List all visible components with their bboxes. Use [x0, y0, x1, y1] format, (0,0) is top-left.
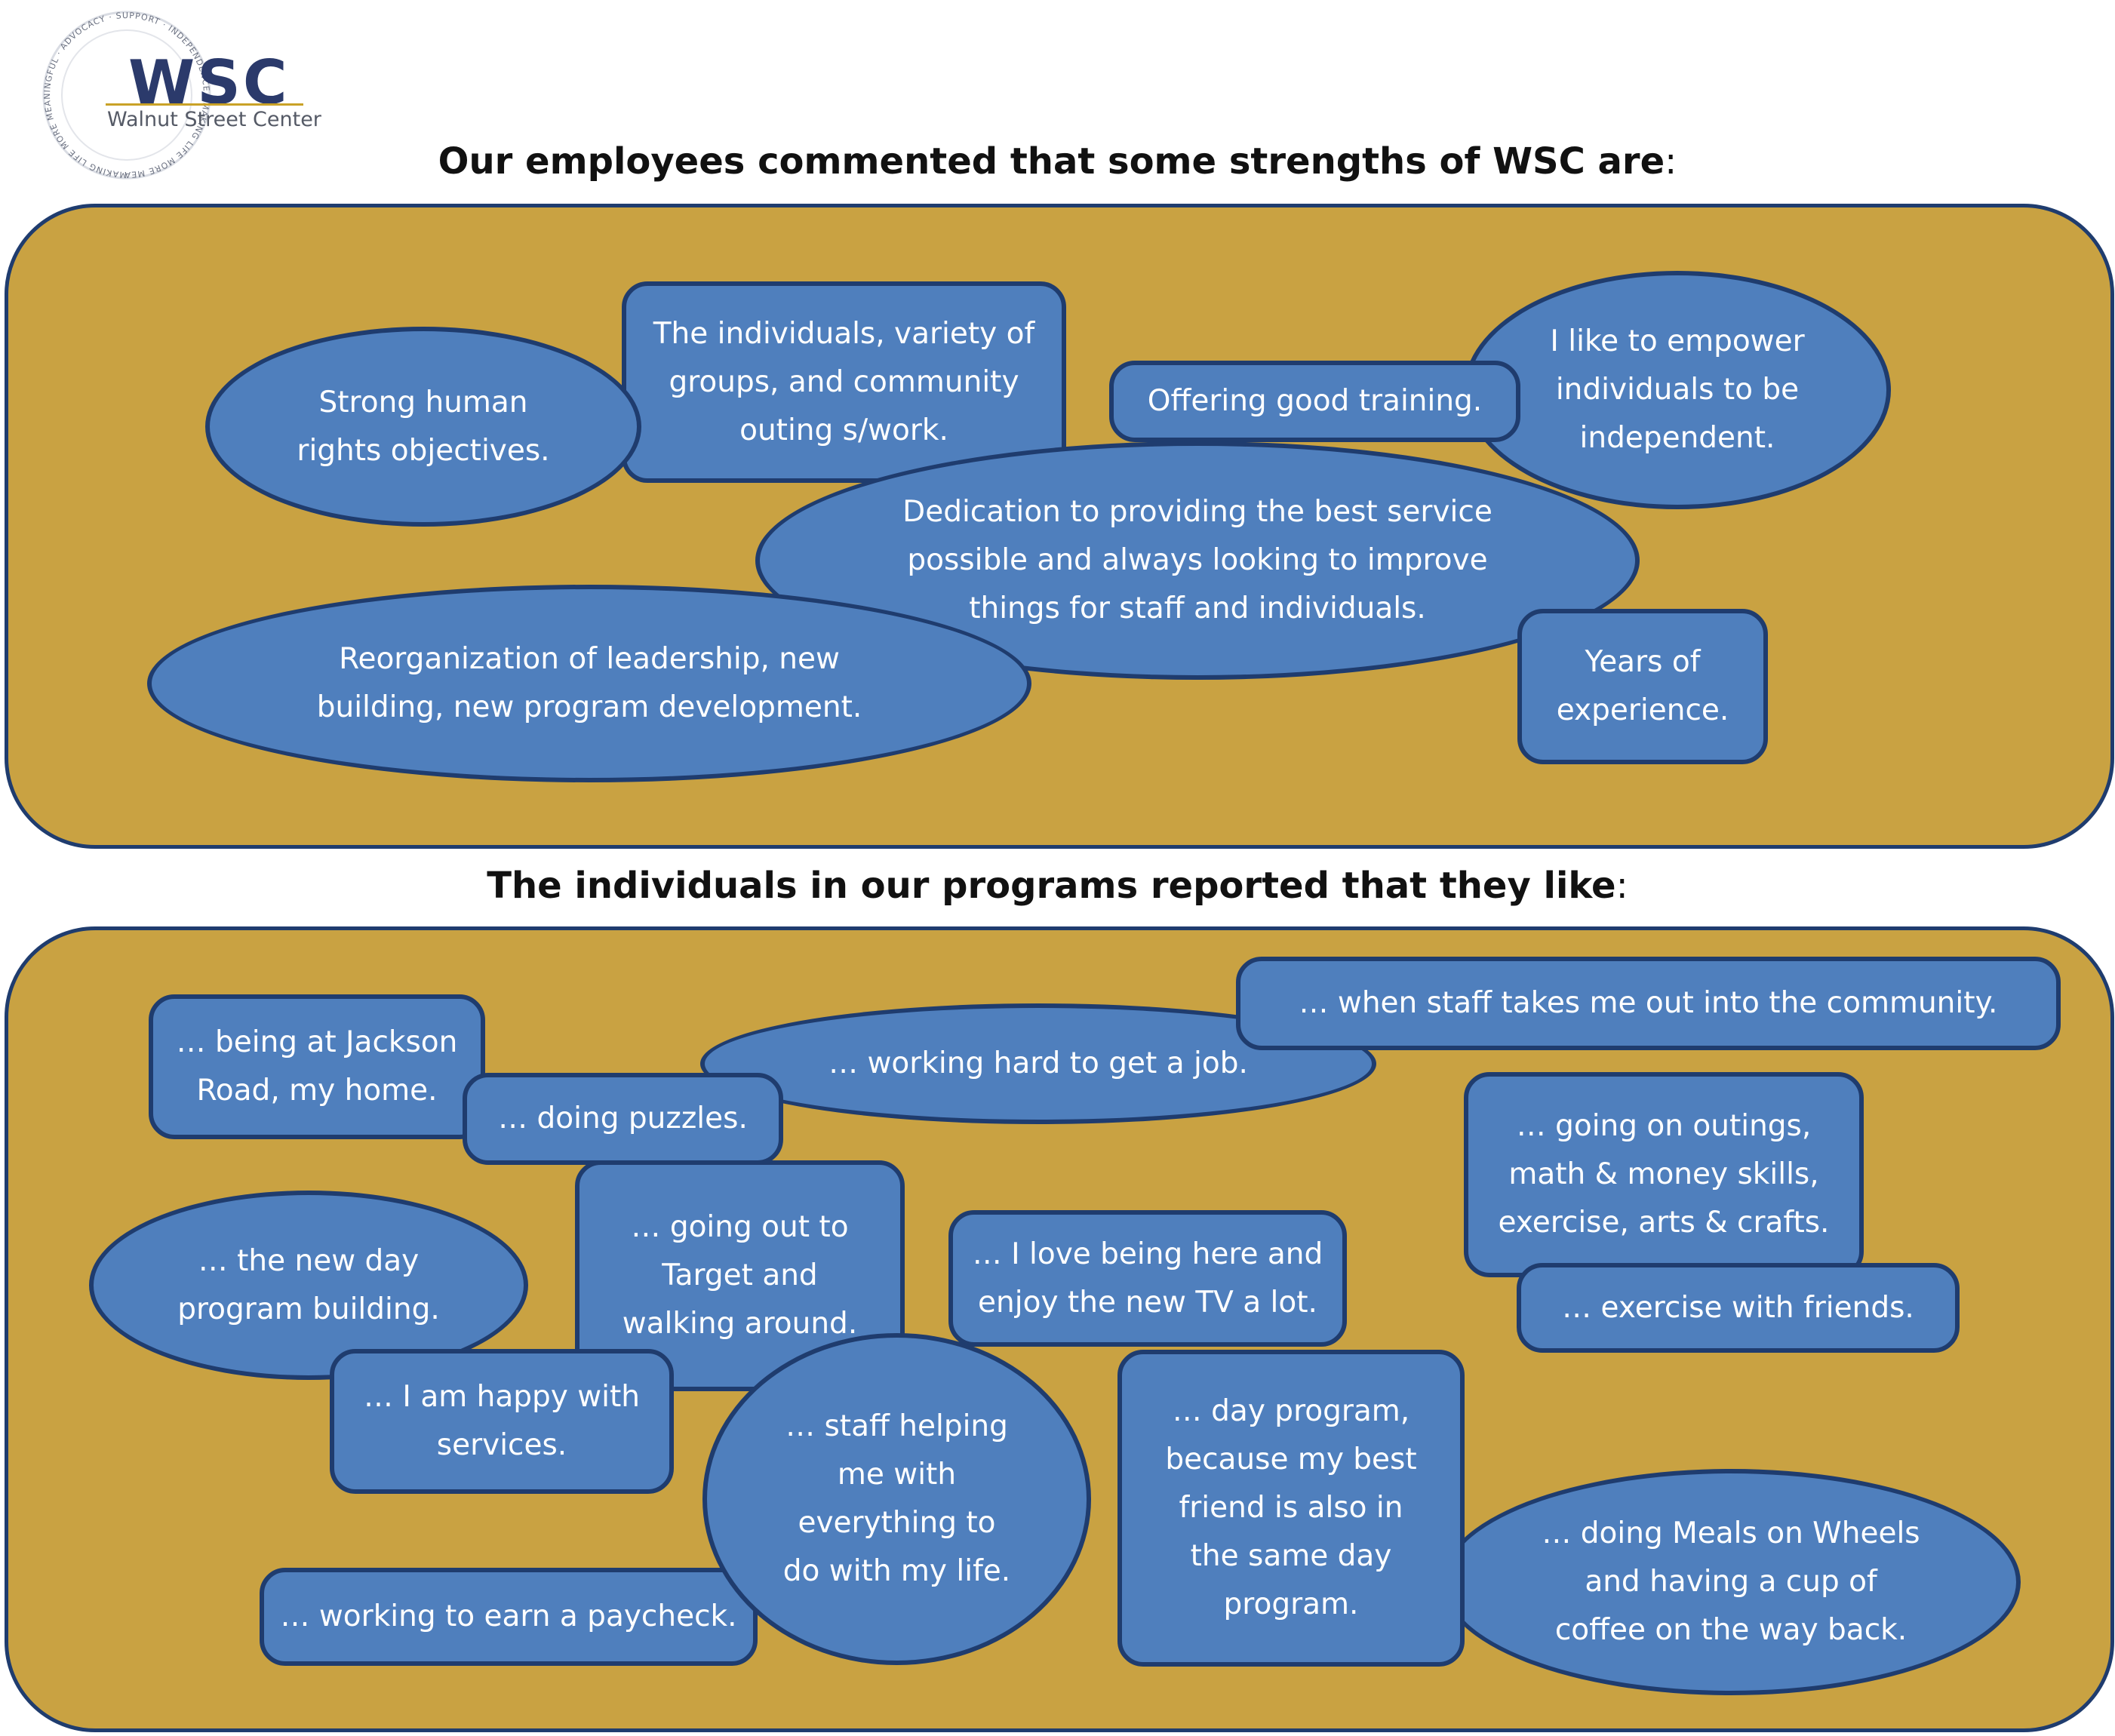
like-day-program: … day program, because my best friend is… — [1117, 1350, 1465, 1667]
like-staff-helping: … staff helping me with everything to do… — [702, 1333, 1091, 1665]
logo-underline — [106, 103, 303, 106]
like-puzzles: … doing puzzles. — [463, 1073, 783, 1165]
logo-name: Walnut Street Center — [107, 108, 321, 131]
employees-heading-colon: : — [1665, 140, 1677, 183]
comment-good-training: Offering good training. — [1109, 361, 1520, 442]
logo-abbreviation: WSC — [128, 48, 290, 118]
comment-human-rights: Strong human rights objectives. — [205, 327, 641, 527]
like-new-tv: … I love being here and enjoy the new TV… — [948, 1210, 1347, 1347]
like-happy-services: … I am happy with services. — [330, 1349, 674, 1494]
individuals-heading-colon: : — [1615, 865, 1628, 907]
comment-individuals-variety: The individuals, variety of groups, and … — [622, 281, 1066, 483]
like-exercise-friends: … exercise with friends. — [1517, 1263, 1960, 1353]
wsc-logo: MAKING LIFE MORE MEANINGFUL · ADVOCACY ·… — [38, 6, 324, 184]
individuals-heading: The individuals in our programs reported… — [0, 865, 2115, 907]
like-meals-on-wheels: … doing Meals on Wheels and having a cup… — [1441, 1469, 2021, 1695]
like-new-building: … the new day program building. — [89, 1191, 528, 1380]
logo-ring: MAKING LIFE MORE MEANINGFUL · ADVOCACY ·… — [38, 6, 211, 180]
like-jackson-road: … being at Jackson Road, my home. — [149, 994, 485, 1139]
individuals-heading-text: The individuals in our programs reported… — [487, 865, 1616, 907]
employees-heading-text: Our employees commented that some streng… — [438, 140, 1665, 183]
like-paycheck: … working to earn a paycheck. — [260, 1568, 758, 1666]
comment-empower: I like to empower individuals to be inde… — [1464, 271, 1891, 509]
like-outings-skills: … going on outings, math & money skills,… — [1464, 1072, 1864, 1277]
comment-years-experience: Years of experience. — [1517, 609, 1768, 764]
like-staff-community: … when staff takes me out into the commu… — [1236, 957, 2061, 1050]
comment-reorganization: Reorganization of leadership, new buildi… — [147, 585, 1031, 782]
employees-heading: Our employees commented that some streng… — [0, 140, 2115, 183]
